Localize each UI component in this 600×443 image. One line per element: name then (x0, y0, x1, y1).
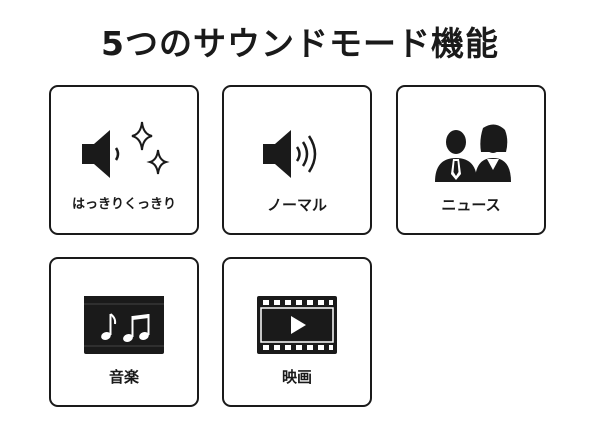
speaker-sparkle-icon (51, 109, 197, 197)
mode-card-movie[interactable]: 映画 (222, 257, 372, 407)
mode-card-normal[interactable]: ノーマル (222, 85, 372, 235)
mode-card-music[interactable]: 音楽 (49, 257, 199, 407)
mode-card-clear[interactable]: はっきりくっきり (49, 85, 199, 235)
film-play-icon (224, 281, 370, 369)
mode-label: ノーマル (266, 196, 327, 214)
mode-label: 映画 (281, 368, 312, 386)
mode-label: ニュース (441, 196, 501, 214)
speaker-waves-icon (224, 109, 370, 197)
mode-label: 音楽 (108, 368, 139, 386)
mode-card-news[interactable]: ニュース (396, 85, 546, 235)
mode-label: はっきりくっきり (71, 197, 176, 212)
news-anchors-icon (398, 109, 544, 197)
page-title: 5つのサウンドモード機能 (101, 24, 499, 63)
music-notes-icon (51, 281, 197, 369)
